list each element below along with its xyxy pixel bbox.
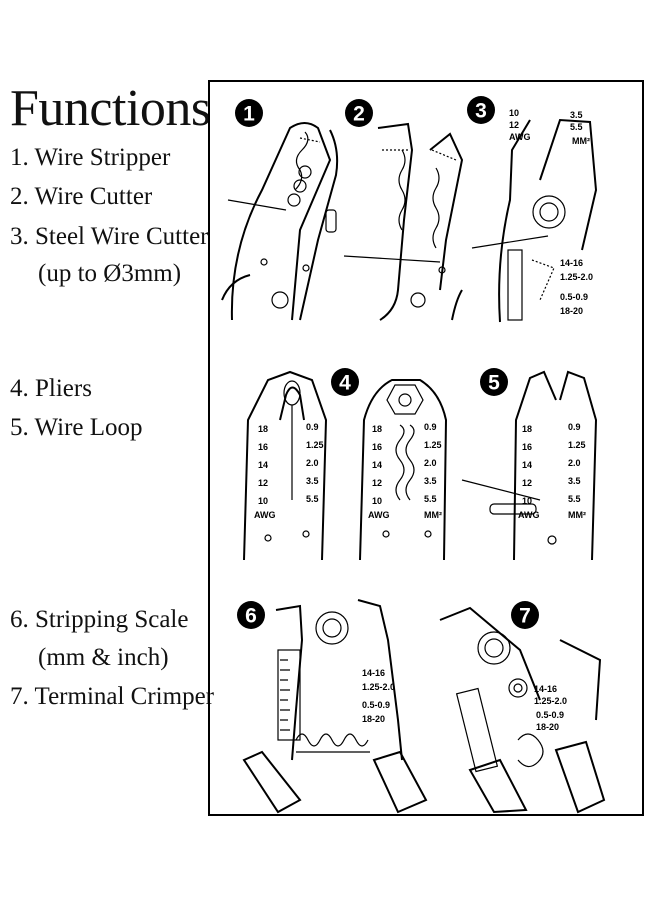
badge-2: 2 (345, 99, 373, 127)
svg-text:18-20: 18-20 (536, 722, 559, 732)
svg-text:3.5: 3.5 (306, 476, 319, 486)
svg-text:3.5: 3.5 (424, 476, 437, 486)
function-steel-wire-cutter-note: (up to Ø3mm) (38, 260, 182, 287)
svg-text:14-16: 14-16 (534, 684, 557, 694)
panel-4-pliers-nut: 4 18 16 14 12 10 AWG 0.9 1.25 2.0 3.5 5.… (331, 368, 448, 561)
svg-text:5.5: 5.5 (306, 494, 319, 504)
svg-text:14-16: 14-16 (362, 668, 385, 678)
svg-text:3.5: 3.5 (568, 476, 581, 486)
badge-5: 5 (480, 368, 508, 396)
badge-1: 1 (235, 99, 263, 127)
svg-text:14-16: 14-16 (560, 258, 583, 268)
panel-1-wire-stripper: 1 (221, 99, 339, 321)
svg-text:18: 18 (372, 424, 382, 434)
svg-text:10: 10 (372, 496, 382, 506)
panel-6-stripping-scale: 6 14-16 1.25-2.0 0.5-0.9 18-20 (237, 599, 428, 814)
panel-5-wire-loop: 5 18 16 14 12 10 AWG 0.9 1.25 2.0 3.5 5.… (461, 368, 598, 561)
svg-text:MM²: MM² (568, 510, 586, 520)
svg-text:1.25-2.0: 1.25-2.0 (362, 682, 395, 692)
svg-text:3: 3 (475, 100, 487, 123)
badge-6: 6 (237, 601, 265, 629)
function-wire-loop: 5. Wire Loop (10, 414, 143, 441)
function-wire-cutter: 2. Wire Cutter (10, 183, 153, 210)
svg-text:12: 12 (258, 478, 268, 488)
svg-text:2.0: 2.0 (568, 458, 581, 468)
panel-2-wire-cutter: 2 (343, 99, 464, 321)
function-wire-stripper: 1. Wire Stripper (10, 144, 171, 171)
panel-7-terminal-crimper: 7 14-16 1.25-2.0 0.5-0.9 18-20 (439, 601, 606, 814)
svg-text:7: 7 (519, 605, 531, 628)
panel-3-steel-wire-cutter: 3 10 12 AWG 3.5 5.5 MM² 14-16 1.25-2.0 0… (467, 96, 598, 323)
svg-text:5.5: 5.5 (568, 494, 581, 504)
svg-text:6: 6 (245, 605, 257, 628)
svg-text:10: 10 (258, 496, 268, 506)
svg-text:12: 12 (509, 120, 519, 130)
svg-text:AWG: AWG (254, 510, 276, 520)
svg-text:16: 16 (372, 442, 382, 452)
svg-text:1.25: 1.25 (424, 440, 442, 450)
svg-text:0.5-0.9: 0.5-0.9 (560, 292, 588, 302)
svg-text:0.5-0.9: 0.5-0.9 (362, 700, 390, 710)
svg-text:5.5: 5.5 (570, 122, 583, 132)
svg-text:2.0: 2.0 (424, 458, 437, 468)
svg-text:AWG: AWG (518, 510, 540, 520)
svg-text:10: 10 (509, 108, 519, 118)
badge-7: 7 (511, 601, 539, 629)
function-steel-wire-cutter: 3. Steel Wire Cutter (10, 223, 209, 250)
badge-4: 4 (331, 368, 359, 396)
svg-text:2.0: 2.0 (306, 458, 319, 468)
svg-text:18-20: 18-20 (362, 714, 385, 724)
functions-title: Functions (10, 80, 211, 137)
svg-text:14: 14 (258, 460, 268, 470)
svg-text:1: 1 (243, 103, 255, 126)
svg-text:16: 16 (258, 442, 268, 452)
svg-text:MM²: MM² (572, 136, 590, 146)
svg-text:12: 12 (372, 478, 382, 488)
svg-text:0.9: 0.9 (306, 422, 319, 432)
svg-text:16: 16 (522, 442, 532, 452)
svg-text:1.25: 1.25 (568, 440, 586, 450)
svg-text:5: 5 (488, 372, 500, 395)
svg-text:3.5: 3.5 (570, 110, 583, 120)
svg-text:1.25-2.0: 1.25-2.0 (534, 696, 567, 706)
svg-text:18: 18 (522, 424, 532, 434)
svg-text:AWG: AWG (368, 510, 390, 520)
function-stripping-scale: 6. Stripping Scale (10, 606, 189, 633)
svg-text:5.5: 5.5 (424, 494, 437, 504)
svg-text:18-20: 18-20 (560, 306, 583, 316)
function-stripping-scale-note: (mm & inch) (38, 644, 169, 671)
svg-text:1.25: 1.25 (306, 440, 324, 450)
svg-text:12: 12 (522, 478, 532, 488)
svg-text:2: 2 (353, 103, 365, 126)
svg-text:14: 14 (522, 460, 532, 470)
svg-text:10: 10 (522, 496, 532, 506)
panel-4-pliers-loop: 18 16 14 12 10 AWG 0.9 1.25 2.0 3.5 5.5 (243, 370, 328, 561)
svg-text:MM²: MM² (424, 510, 442, 520)
svg-text:4: 4 (339, 372, 351, 395)
svg-text:0.9: 0.9 (424, 422, 437, 432)
svg-text:1.25-2.0: 1.25-2.0 (560, 272, 593, 282)
svg-text:0.5-0.9: 0.5-0.9 (536, 710, 564, 720)
function-pliers: 4. Pliers (10, 375, 92, 402)
svg-text:0.9: 0.9 (568, 422, 581, 432)
illustration-frame (208, 80, 644, 816)
svg-text:18: 18 (258, 424, 268, 434)
badge-3: 3 (467, 96, 495, 124)
svg-text:14: 14 (372, 460, 382, 470)
function-terminal-crimper: 7. Terminal Crimper (10, 683, 214, 710)
